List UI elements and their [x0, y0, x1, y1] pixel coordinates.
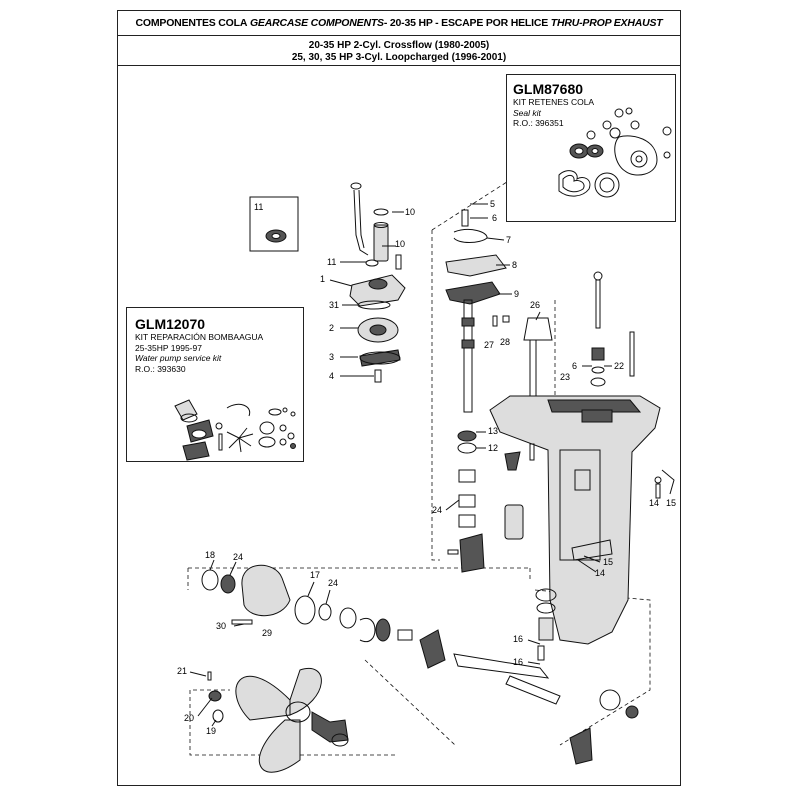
gearcase-housing — [489, 271, 661, 645]
subtitle-line-1: 20-35 HP 2-Cyl. Crossflow (1980-2005) — [308, 40, 490, 51]
seal-kit-ro: R.O.: 396351 — [513, 118, 564, 128]
callout-10b: 10 — [395, 239, 405, 249]
callout-31: 31 — [329, 300, 339, 310]
callout-15a: 15 — [666, 498, 676, 508]
callout-numbers: 11 10 10 11 1 31 2 3 4 5 6 7 8 9 26 27 2… — [177, 199, 676, 736]
callout-2: 2 — [329, 323, 334, 333]
subtitle-line-2: 25, 30, 35 HP 3-Cyl. Loopcharged (1996-2… — [291, 52, 507, 63]
callout-14b: 14 — [595, 568, 605, 578]
pump-kit-range: 25-35HP 1995-97 — [135, 342, 202, 353]
callout-11: 11 — [327, 257, 336, 267]
seal-kit-illustration — [558, 107, 672, 198]
header-text-es: COMPONENTES COLA — [135, 17, 248, 29]
callout-8: 8 — [512, 260, 517, 270]
seal-kit-box: GLM87680 KIT RETENES COLA Seal kit R.O.:… — [506, 74, 676, 222]
callout-27: 27 — [484, 340, 494, 350]
part-11-inset — [249, 196, 299, 252]
callout-9: 9 — [514, 289, 519, 299]
callout-6b: 6 — [572, 361, 577, 371]
callout-16a: 16 — [513, 634, 523, 644]
callout-7: 7 — [506, 235, 511, 245]
trim-tab-parts — [571, 469, 675, 561]
callout-3: 3 — [329, 352, 334, 362]
propeller — [207, 667, 349, 773]
callout-30: 30 — [216, 621, 226, 631]
header-text-en: GEARCASE COMPONENTS — [249, 17, 384, 29]
callout-24c: 24 — [328, 578, 338, 588]
callout-19: 19 — [206, 726, 216, 736]
header-text-hp: - 20-35 HP - ESCAPE POR HELICE — [383, 17, 549, 29]
callout-11-box: 11 — [254, 202, 263, 212]
pump-kit-ro: R.O.: 393630 — [135, 363, 186, 374]
callout-24a: 24 — [432, 505, 442, 515]
pump-kit-illustration — [174, 399, 296, 461]
pump-kit-name-es: KIT REPARACIÓN BOMBAAGUA — [135, 332, 264, 342]
callout-leaders — [189, 203, 612, 727]
callout-22: 22 — [614, 361, 624, 371]
pump-kit-code: GLM12070 — [135, 316, 206, 332]
seal-kit-name-en: Seal kit — [513, 107, 541, 118]
propshaft-assembly — [201, 564, 639, 765]
seal-kit-code: GLM87680 — [513, 81, 584, 97]
callout-14a: 14 — [649, 498, 659, 508]
header-text-exhaust: THRU-PROP EXHAUST — [550, 17, 663, 29]
callout-28: 28 — [500, 337, 510, 347]
callout-20: 20 — [184, 713, 194, 723]
callout-13: 13 — [488, 426, 498, 436]
driveshaft-column — [445, 209, 553, 436]
model-subtitle: 20-35 HP 2-Cyl. Crossflow (1980-2005) 25… — [117, 36, 681, 66]
pump-kit-name-en: Water pump service kit — [135, 353, 222, 363]
callout-23: 23 — [560, 372, 570, 382]
callout-18: 18 — [205, 550, 215, 560]
callout-6: 6 — [492, 213, 497, 223]
callout-21: 21 — [177, 666, 187, 676]
water-pump-assembly — [349, 182, 406, 383]
callout-4: 4 — [329, 371, 334, 381]
callout-29: 29 — [262, 628, 272, 638]
page-header: COMPONENTES COLA GEARCASE COMPONENTS - 2… — [117, 10, 681, 36]
callout-26: 26 — [530, 300, 540, 310]
seal-kit-name-es: KIT RETENES COLA — [513, 97, 595, 107]
callout-15b: 15 — [603, 557, 613, 567]
callout-1: 1 — [320, 274, 325, 284]
bearing-stack — [447, 430, 535, 573]
callout-5: 5 — [490, 199, 495, 209]
callout-10a: 10 — [405, 207, 415, 217]
callout-12: 12 — [488, 443, 498, 453]
callout-24b: 24 — [233, 552, 243, 562]
callout-17: 17 — [310, 570, 320, 580]
callout-16b: 16 — [513, 657, 523, 667]
water-pump-kit-box: GLM12070 KIT REPARACIÓN BOMBAAGUA 25-35H… — [126, 307, 304, 462]
